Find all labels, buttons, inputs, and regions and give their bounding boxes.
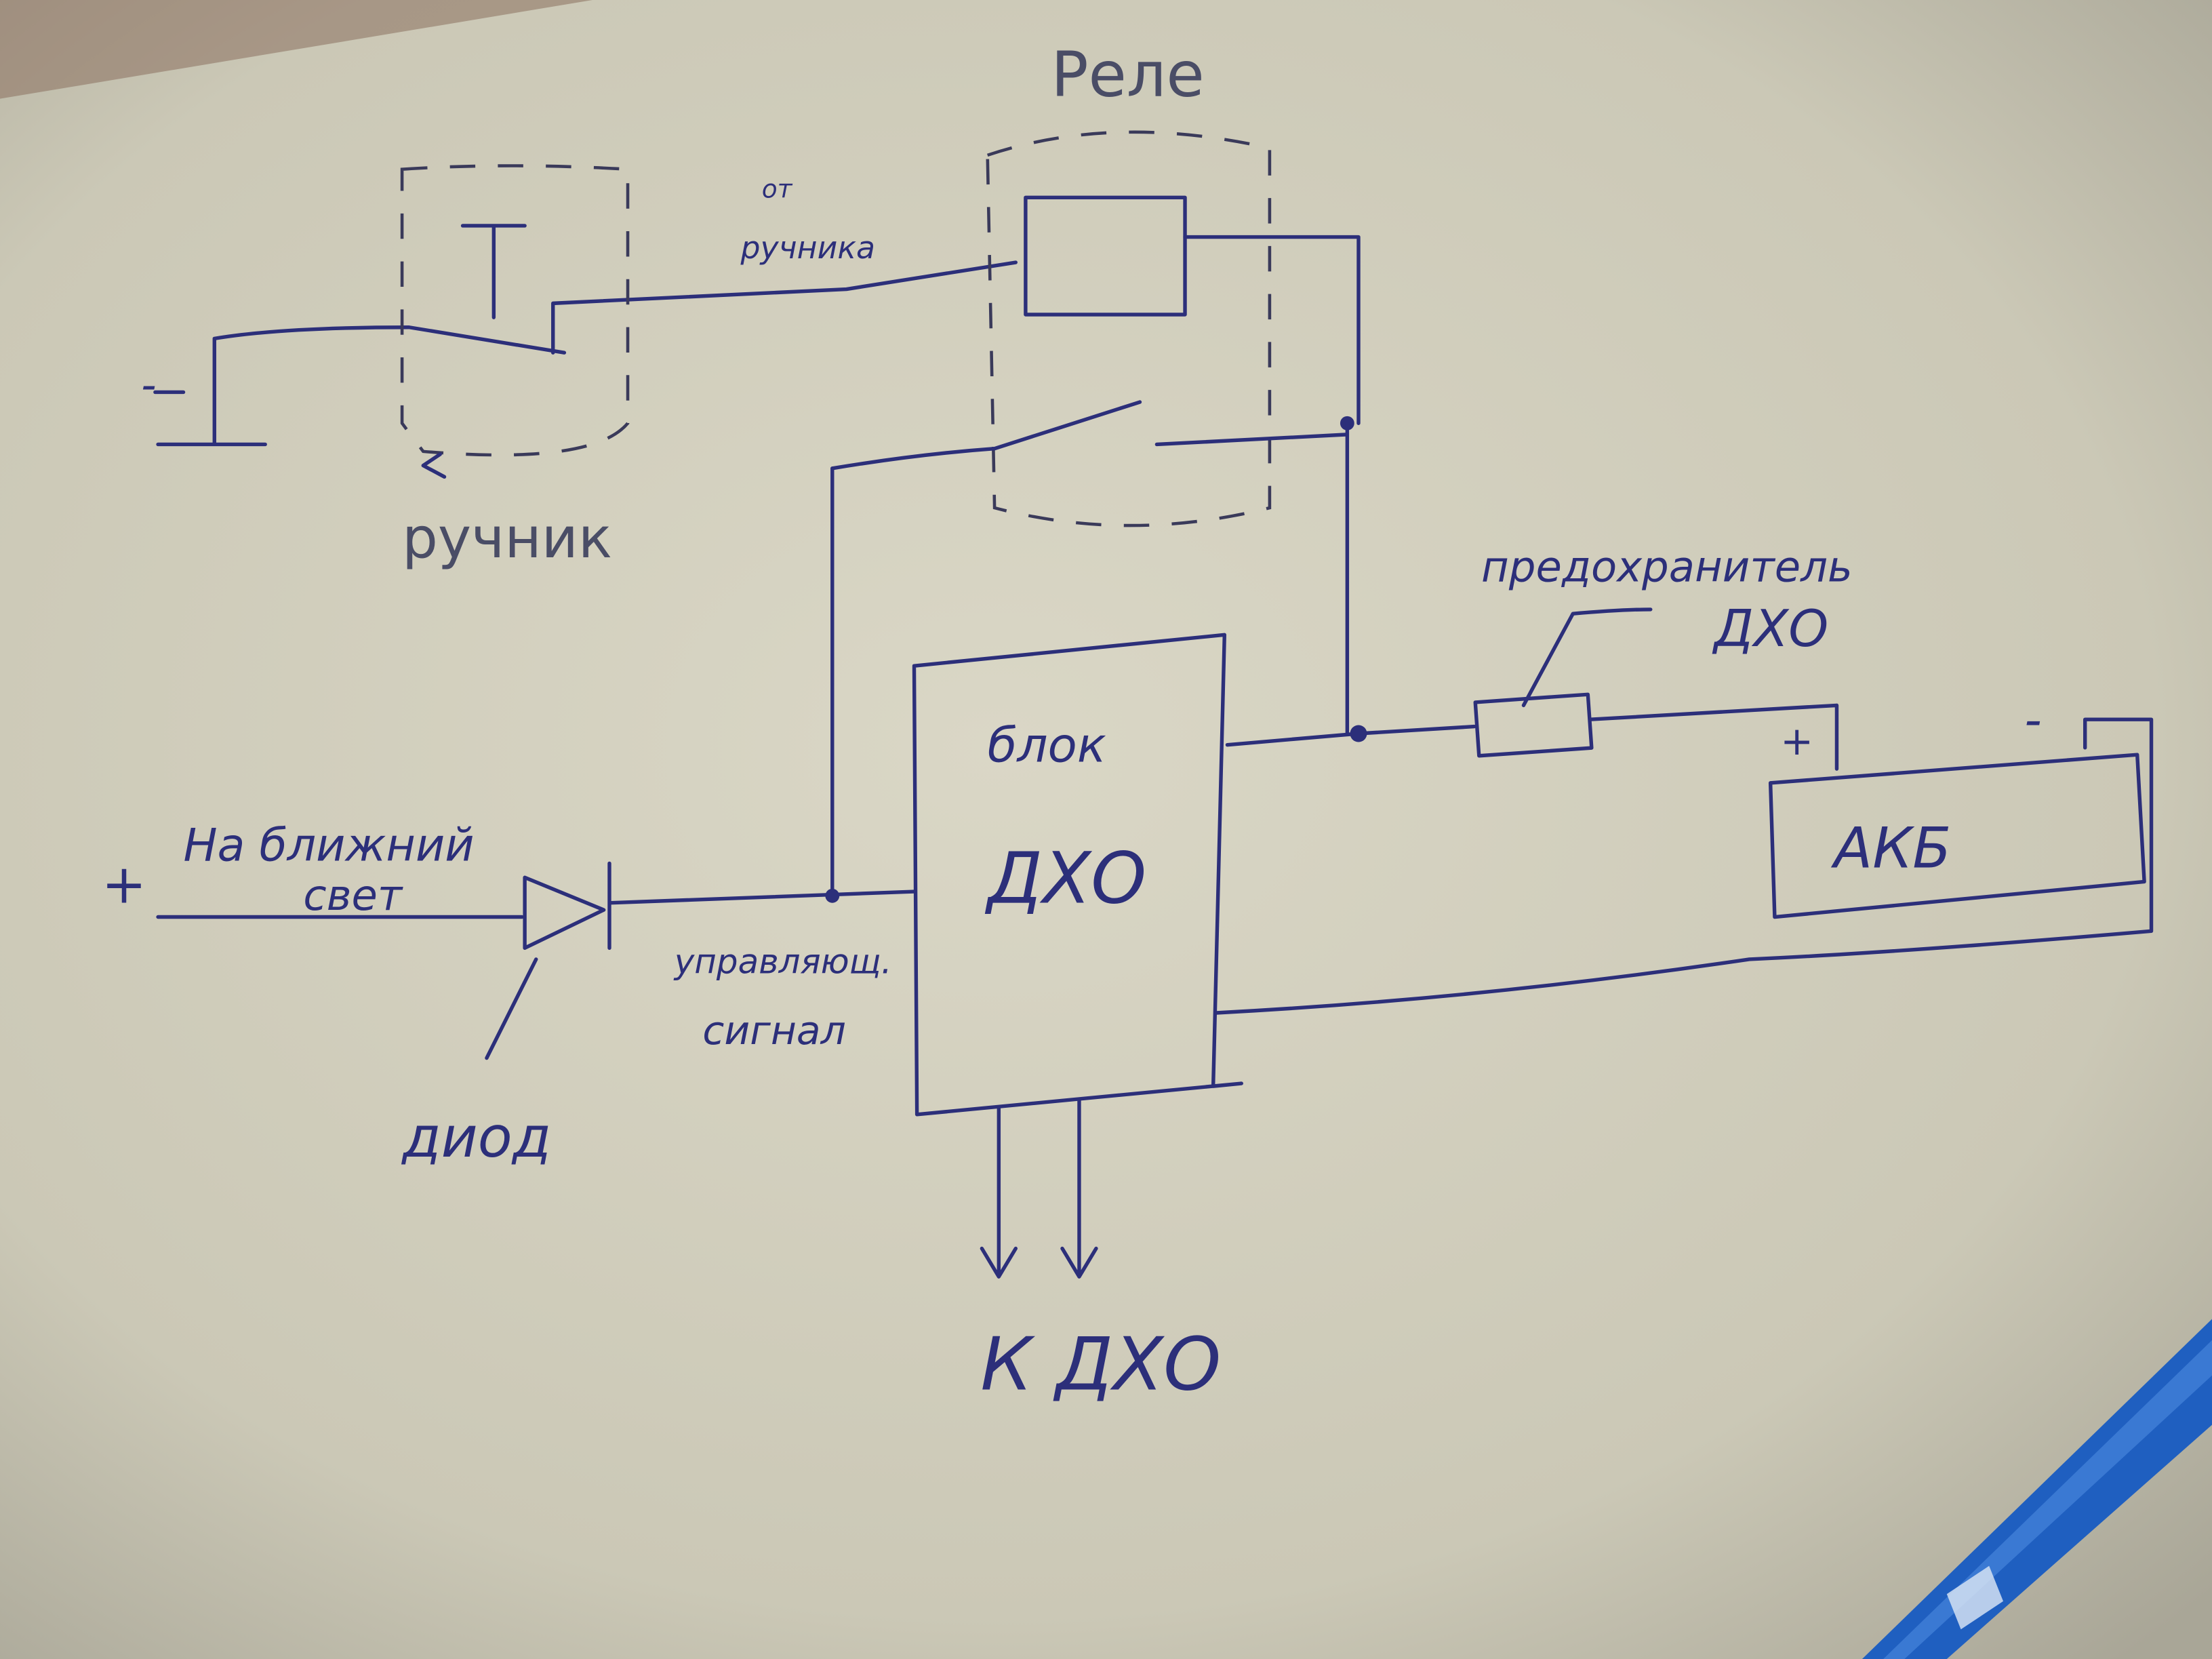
drl-output-arrows <box>980 1098 1098 1279</box>
relay <box>830 130 1361 891</box>
battery-minus: - <box>2024 692 2042 748</box>
drl-unit-label-2: ДХО <box>985 837 1146 920</box>
relay-coil <box>1024 195 1187 317</box>
diode <box>485 861 611 1060</box>
fuse-label-2: ДХО <box>1712 599 1828 658</box>
handbrake-switch <box>153 164 1018 479</box>
drl-unit-box <box>912 633 1243 1117</box>
fuse-label-1: предохранитель <box>1481 542 1853 591</box>
diode-label: диод <box>401 1104 551 1170</box>
low-beam-plus: + <box>102 854 146 916</box>
pen-object <box>1862 1319 2212 1659</box>
from-handbrake-label-2: ручника <box>740 230 876 266</box>
low-beam-label-2: свет <box>303 871 403 920</box>
drl-unit-label-1: блок <box>988 717 1106 774</box>
relay-label: Реле <box>1051 38 1204 111</box>
handbrake-label: ручник <box>402 505 612 571</box>
low-beam-label-1: На ближний <box>184 818 475 871</box>
to-drl-label: К ДХО <box>980 1322 1221 1407</box>
control-signal-label-1: управляющ. <box>673 942 892 982</box>
control-signal-label-2: сигнал <box>702 1007 846 1054</box>
battery-box <box>1768 753 2146 919</box>
ground-minus: - <box>141 360 157 409</box>
from-handbrake-label-1: от <box>762 174 793 203</box>
battery-plus: + <box>1780 718 1813 764</box>
battery-label: АКБ <box>1830 816 1951 881</box>
